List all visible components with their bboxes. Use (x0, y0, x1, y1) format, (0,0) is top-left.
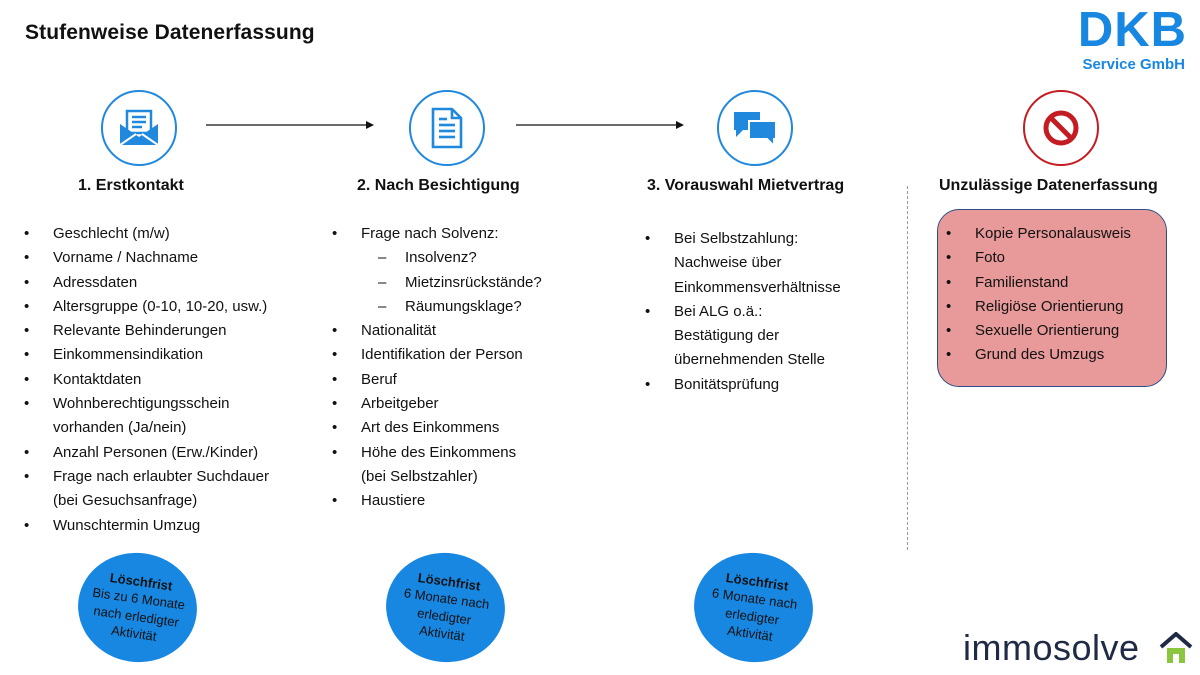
list-item: Relevante Behinderungen (24, 319, 314, 344)
list-item: vorhanden (Ja/nein) (53, 419, 187, 437)
dkb-logo-main: DKB (1077, 3, 1187, 57)
page-title: Stufenweise Datenerfassung (25, 21, 315, 44)
list-item: Wunschtermin Umzug (24, 514, 314, 539)
list-item: Haustiere (332, 489, 622, 514)
step2-list: Frage nach Solvenz: Insolvenz? Mietzinsr… (332, 222, 622, 514)
list-item: Bonitätsprüfung (645, 373, 895, 398)
list-item: Altersgruppe (0-10, 10-20, usw.) (24, 295, 314, 320)
list-item: Nachweise über (674, 254, 782, 272)
dkb-logo-sub: Service GmbH (1082, 56, 1185, 73)
step1-heading: 1. Erstkontakt (78, 177, 184, 194)
list-item: Kopie Personalausweis (946, 222, 1166, 247)
deletion-badge-step3: Löschfrist 6 Monate nach erledigter Akti… (686, 545, 821, 670)
list-item: Einkommensverhältnisse (674, 278, 841, 296)
step3-heading: 3. Vorauswahl Mietvertrag (647, 177, 845, 194)
dkb-logo: DKB Service GmbH (1077, 3, 1193, 78)
list-item: Religiöse Orientierung (946, 295, 1166, 320)
deletion-badge-step1: Löschfrist Bis zu 6 Monate nach erledigt… (70, 545, 205, 670)
list-item: Identifikation der Person (332, 343, 622, 368)
arrow-step1-to-step2 (206, 121, 374, 129)
list-item: Bei ALG o.ä.: (645, 300, 895, 325)
list-item: Wohnberechtigungsschein (24, 392, 314, 417)
list-item: Nationalität (332, 319, 622, 344)
list-item: Bestätigung der (674, 327, 780, 345)
list-item: Arbeitgeber (332, 392, 622, 417)
list-item: übernehmenden Stelle (674, 351, 825, 369)
step2-heading: 2. Nach Besichtigung (357, 177, 520, 194)
forbidden-list: Kopie Personalausweis Foto Familienstand… (946, 222, 1166, 368)
list-item: Kontaktdaten (24, 368, 314, 393)
list-item: Geschlecht (m/w) (24, 222, 314, 247)
forbidden-heading: Unzulässige Datenerfassung (939, 177, 1158, 194)
list-item: Höhe des Einkommens (332, 441, 622, 466)
list-item: (bei Gesuchsanfrage) (53, 492, 198, 510)
list-item: Frage nach erlaubter Suchdauer (24, 465, 314, 490)
list-item: (bei Selbstzahler) (361, 467, 478, 485)
list-item: Bei Selbstzahlung: (645, 227, 895, 252)
document-icon (409, 90, 485, 166)
badge-text: 6 Monate nach erledigter Aktivität (403, 585, 491, 644)
step3-list: Bei Selbstzahlung: Nachweise über Einkom… (645, 227, 895, 397)
chat-bubbles-icon (717, 90, 793, 166)
list-subitem: Räumungsklage? (332, 295, 622, 320)
list-item: Frage nach Solvenz: (332, 222, 622, 247)
list-subitem: Mietzinsrückstände? (332, 271, 622, 296)
immosolve-logo: immosolve (963, 626, 1195, 670)
badge-text: 6 Monate nach erledigter Aktivität (711, 585, 799, 644)
list-item: Vorname / Nachname (24, 246, 314, 271)
list-item: Grund des Umzugs (946, 343, 1166, 368)
house-icon (1159, 632, 1193, 663)
arrow-step2-to-step3 (516, 121, 684, 129)
list-subitem: Insolvenz? (332, 246, 622, 271)
list-item: Familienstand (946, 271, 1166, 296)
envelope-icon (101, 90, 177, 166)
prohibited-icon (1023, 90, 1099, 166)
list-item: Sexuelle Orientierung (946, 319, 1166, 344)
list-item: Einkommensindikation (24, 343, 314, 368)
list-item: Beruf (332, 368, 622, 393)
immosolve-logo-text: immosolve (963, 627, 1140, 668)
list-item: Anzahl Personen (Erw./Kinder) (24, 441, 314, 466)
list-item: Adressdaten (24, 271, 314, 296)
deletion-badge-step2: Löschfrist 6 Monate nach erledigter Akti… (378, 545, 513, 670)
list-item: Foto (946, 246, 1166, 271)
list-item: Art des Einkommens (332, 416, 622, 441)
section-divider (907, 186, 908, 550)
step1-list: Geschlecht (m/w) Vorname / Nachname Adre… (24, 222, 314, 538)
